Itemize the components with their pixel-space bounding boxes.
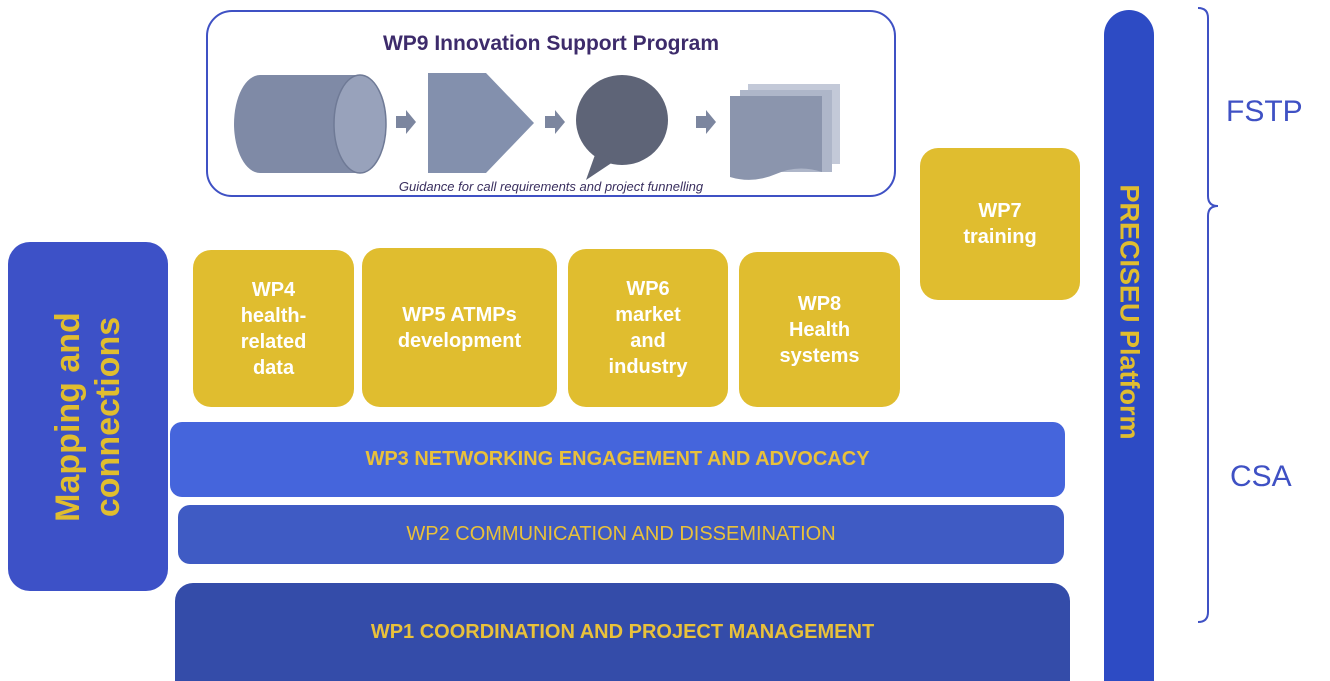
wp4-label: WP4 health- related data — [240, 278, 307, 379]
wp6-label: WP6 market and industry — [608, 278, 688, 378]
csa-label: CSA — [1230, 460, 1292, 493]
mapping-connections-label: Mapping and connections — [49, 311, 127, 522]
wp4-box: WP4 health- related data — [193, 250, 354, 407]
wp3-bar: WP3 NETWORKING ENGAGEMENT AND ADVOCACY — [170, 422, 1065, 497]
wp6-box: WP6 market and industry — [568, 249, 728, 407]
wp9-caption: Guidance for call requirements and proje… — [398, 179, 704, 194]
wp9-program-box: WP9 Innovation Support Program Guidance … — [206, 10, 896, 197]
mapping-connections-box: Mapping and connections — [8, 242, 168, 591]
document-stack-icon — [730, 84, 840, 180]
preciseu-platform-bar: PRECISEU Platform — [1104, 10, 1154, 681]
arrow-right-icon — [545, 110, 565, 134]
wp9-title: WP9 Innovation Support Program — [382, 32, 719, 55]
funnel-graphic — [234, 73, 840, 180]
fstp-label: FSTP — [1226, 95, 1303, 128]
wp8-label: WP8 Health systems — [779, 292, 860, 367]
wp7-label: WP7 training — [963, 200, 1037, 248]
scope-brackets — [1197, 7, 1219, 623]
wp1-bar: WP1 COORDINATION AND PROJECT MANAGEMENT — [175, 583, 1070, 681]
arrow-right-icon — [696, 110, 716, 134]
wp8-box: WP8 Health systems — [739, 252, 900, 407]
wp2-label: WP2 COMMUNICATION AND DISSEMINATION — [406, 523, 836, 545]
cylinder-icon — [234, 74, 387, 174]
arrow-right-icon — [396, 110, 416, 134]
wp3-label: WP3 NETWORKING ENGAGEMENT AND ADVOCACY — [365, 448, 870, 470]
preciseu-platform-label: PRECISEU Platform — [1114, 184, 1145, 440]
wp1-label: WP1 COORDINATION AND PROJECT MANAGEMENT — [370, 620, 875, 643]
wp7-box: WP7 training — [920, 148, 1080, 300]
csa-bracket — [1197, 205, 1219, 623]
wp2-bar: WP2 COMMUNICATION AND DISSEMINATION — [178, 505, 1064, 564]
wp5-label: WP5 ATMPs development — [397, 303, 522, 352]
speech-bubble-icon — [576, 75, 668, 180]
fstp-bracket — [1197, 7, 1219, 207]
pentagon-arrow-icon — [428, 73, 534, 173]
wp5-box: WP5 ATMPs development — [362, 248, 557, 407]
